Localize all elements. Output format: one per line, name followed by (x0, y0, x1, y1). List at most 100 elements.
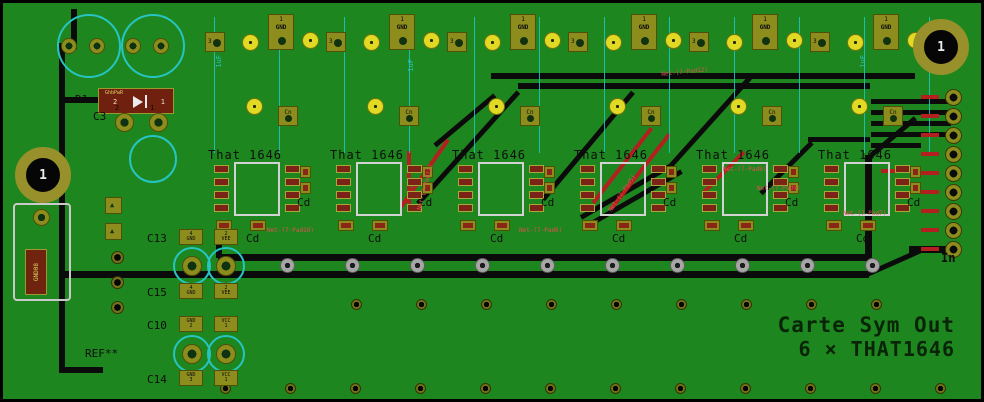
ic-pad[interactable] (529, 191, 544, 199)
ic-pad[interactable] (285, 165, 300, 173)
ic-pad[interactable] (702, 191, 717, 199)
via-pad[interactable] (786, 32, 803, 49)
pad-3[interactable]: 3 (205, 32, 225, 52)
ic-pad[interactable] (702, 204, 717, 212)
capacitor-pad[interactable] (89, 38, 105, 54)
cap-pad[interactable] (910, 182, 921, 194)
ic-pad[interactable] (773, 178, 788, 186)
cap-pad[interactable] (544, 166, 555, 178)
ic-pad[interactable] (529, 204, 544, 212)
via-pad[interactable] (423, 32, 440, 49)
ic-pad[interactable] (214, 191, 229, 199)
pad[interactable] (345, 258, 360, 273)
via-pad[interactable] (544, 32, 561, 49)
cap-pad[interactable] (788, 166, 799, 178)
via-pad[interactable] (246, 98, 263, 115)
ic-pad[interactable] (529, 165, 544, 173)
pad-3[interactable]: 3 (568, 32, 588, 52)
via-pad[interactable] (242, 34, 259, 51)
ic-pad[interactable] (580, 178, 595, 186)
cap-pad[interactable] (422, 166, 433, 178)
ic-pad[interactable] (580, 204, 595, 212)
cap-pad[interactable] (616, 220, 632, 231)
via[interactable] (935, 383, 946, 394)
ic-pad[interactable] (285, 191, 300, 199)
c10-pad2[interactable]: VCC 1 (214, 316, 238, 332)
pad-3[interactable]: 3 (810, 32, 830, 52)
ic-pad[interactable] (285, 178, 300, 186)
ic-pad[interactable] (336, 204, 351, 212)
connector-pad[interactable] (945, 241, 962, 258)
ic-pad[interactable] (407, 204, 422, 212)
cap-pad[interactable] (704, 220, 720, 231)
ic-pad[interactable] (407, 178, 422, 186)
via-pad[interactable] (726, 34, 743, 51)
cap-pad[interactable] (582, 220, 598, 231)
c3-pad[interactable] (115, 113, 134, 132)
ic-outline[interactable] (356, 162, 402, 216)
ic-pad[interactable] (702, 178, 717, 186)
c15-pad2[interactable]: 2 VEE (214, 283, 238, 299)
via[interactable] (350, 383, 361, 394)
left-connector-pad[interactable]: GND08 (25, 249, 47, 295)
pad[interactable] (540, 258, 555, 273)
cap-pad[interactable] (666, 166, 677, 178)
test-pad[interactable]: ▲ (105, 197, 122, 214)
pad[interactable] (475, 258, 490, 273)
via-pad[interactable] (665, 32, 682, 49)
via-pad[interactable] (847, 34, 864, 51)
connector-pad[interactable] (945, 108, 962, 125)
cap-pad[interactable] (826, 220, 842, 231)
capacitor-pad[interactable] (125, 38, 141, 54)
via-pad[interactable] (851, 98, 868, 115)
c14-pad1[interactable]: GND 3 (179, 370, 203, 386)
pad[interactable] (735, 258, 750, 273)
ic-outline[interactable] (600, 162, 646, 216)
ic-pad[interactable] (529, 178, 544, 186)
ic-pad[interactable] (824, 191, 839, 199)
cap-pad[interactable] (738, 220, 754, 231)
cap-pad[interactable] (250, 220, 266, 231)
connector-pad[interactable] (216, 256, 236, 276)
cap-pad[interactable] (422, 182, 433, 194)
cap-pad[interactable] (860, 220, 876, 231)
ic-pad[interactable] (651, 165, 666, 173)
via[interactable] (676, 299, 687, 310)
via[interactable] (546, 299, 557, 310)
ic-pad[interactable] (214, 178, 229, 186)
ic-pad[interactable] (214, 204, 229, 212)
ic-pad[interactable] (336, 178, 351, 186)
via[interactable] (415, 383, 426, 394)
cap-pad[interactable] (300, 166, 311, 178)
mounting-hole[interactable]: 1 (15, 147, 71, 203)
cap-pad[interactable] (300, 182, 311, 194)
ic-pad[interactable] (214, 165, 229, 173)
ic-pad[interactable] (336, 191, 351, 199)
ic-pad[interactable] (895, 204, 910, 212)
via[interactable] (480, 383, 491, 394)
connector-pad[interactable] (216, 344, 236, 364)
ic-pad[interactable] (824, 178, 839, 186)
via[interactable] (870, 383, 881, 394)
ic-pad[interactable] (773, 204, 788, 212)
left-connector-hole[interactable] (33, 209, 50, 226)
ic-pad[interactable] (407, 191, 422, 199)
ic-pad[interactable] (651, 178, 666, 186)
capacitor-pad[interactable] (61, 38, 77, 54)
c13-pad2[interactable]: 2 VEE (214, 229, 238, 245)
ic-pad[interactable] (651, 191, 666, 199)
ic-pad[interactable] (895, 178, 910, 186)
pad-cn[interactable]: Cn (278, 106, 298, 126)
ic-outline[interactable] (722, 162, 768, 216)
cap-pad[interactable] (788, 182, 799, 194)
via[interactable] (111, 251, 124, 264)
pad-cn[interactable]: Cn (641, 106, 661, 126)
via[interactable] (740, 383, 751, 394)
pad-3[interactable]: 3 (447, 32, 467, 52)
pad-3[interactable]: 3 (689, 32, 709, 52)
capacitor-pad[interactable] (153, 38, 169, 54)
via[interactable] (285, 383, 296, 394)
via[interactable] (741, 299, 752, 310)
